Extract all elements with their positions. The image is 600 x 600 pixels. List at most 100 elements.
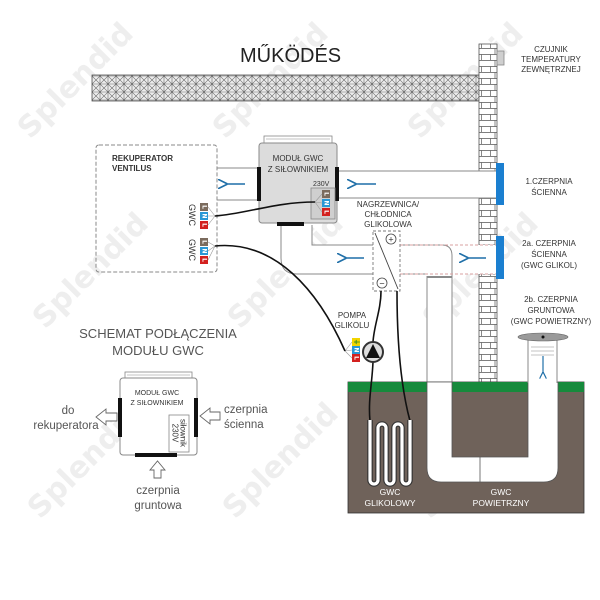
module-label: MODUŁ GWC [273,154,324,163]
svg-text:do: do [62,405,75,417]
connection-schematic: SCHEMAT PODŁĄCZENIA MODUŁU GWC MODUŁ GWC… [33,326,268,512]
heater-label: NAGRZEWNICA/ CHŁODNICA GLIKOLOWA [357,200,420,229]
svg-text:L: L [353,356,360,360]
schematic-title: SCHEMAT PODŁĄCZENIA [79,326,237,341]
svg-text:GLIKOLOWA: GLIKOLOWA [364,220,412,229]
ground-air-duct-riser [426,276,453,382]
module-voltage: 230V [313,181,330,188]
svg-text:L: L [201,223,208,227]
svg-text:N: N [353,347,360,352]
svg-text:(GWC POWIETRZNY): (GWC POWIETRZNY) [511,317,592,326]
svg-text:L: L [201,240,208,244]
connector-label: GWC [187,204,197,226]
gwc-module: MODUŁ GWC Z SIŁOWNIKIEM 230V L N L [257,135,339,226]
svg-text:GLIKOLU: GLIKOLU [335,321,370,330]
svg-text:POMPA: POMPA [338,311,367,320]
power-wire-pump [214,244,346,352]
terminal-block-upper: L N L [200,203,216,229]
svg-text:rekuperatora: rekuperatora [33,420,99,432]
svg-text:CHŁODNICA: CHŁODNICA [364,210,412,219]
duct-to-recuperator [217,167,258,201]
module-flange-bottom [277,222,304,226]
temperature-sensor-icon [496,50,505,66]
svg-text:−: − [379,279,384,289]
svg-text:2b. CZERPNIA: 2b. CZERPNIA [524,295,578,304]
sensor-label: CZUJNIK TEMPERATURY ZEWNĘTRZNEJ [521,45,581,74]
svg-text:+: + [388,235,393,245]
exterior-wall [478,43,498,383]
svg-text:⏚: ⏚ [353,339,360,345]
arrow-up-icon [149,460,166,479]
svg-text:L: L [323,210,330,214]
svg-text:GRUNTOWA: GRUNTOWA [527,306,575,315]
power-wire-module [214,201,316,217]
svg-text:TEMPERATURY: TEMPERATURY [521,55,581,64]
svg-text:siłownik: siłownik [179,419,188,448]
pump-label: POMPA GLIKOLU [335,311,370,330]
svg-text:N: N [323,200,330,205]
svg-text:L: L [201,258,208,262]
terminal [322,190,330,198]
svg-text:ZEWNĘTRZNEJ: ZEWNĘTRZNEJ [521,65,581,74]
schematic-title: MODUŁU GWC [112,343,204,358]
plus-icon: + [385,233,397,245]
terminal [200,212,208,220]
glycol-heater: + − [372,230,401,292]
wall-intake-2a [496,236,504,279]
module-flange-left [257,167,261,201]
terminal [200,221,208,229]
air-gwc-label: GWC POWIETRZNY [473,487,530,508]
arrow-left-icon [95,408,118,426]
svg-text:N: N [201,248,208,253]
svg-text:MODUŁ GWC: MODUŁ GWC [135,390,179,397]
connector-label: GWC [187,239,197,261]
intake-2a-label: 2a. CZERPNIA ŚCIENNA (GWC GLIKOL) [521,239,577,270]
recuperator-label: VENTILUS [112,164,152,173]
svg-text:(GWC GLIKOL): (GWC GLIKOL) [521,261,577,270]
svg-text:L: L [201,205,208,209]
glycol-loop [367,290,413,487]
svg-text:N: N [201,213,208,218]
duct-module-to-heater [280,225,373,275]
duct-wall-intake-1 [337,170,497,199]
grass [348,382,584,392]
schematic-actuator [168,414,190,453]
ground-intake-2b [517,332,569,383]
svg-text:230V: 230V [171,424,180,443]
terminal-block-lower: L N L [200,238,216,264]
terminal [200,247,208,255]
terminal [352,338,360,346]
intake-2b-label: 2b. CZERPNIA GRUNTOWA (GWC POWIETRZNY) [511,295,592,326]
svg-text:ŚCIENNA: ŚCIENNA [531,188,567,197]
recuperator-label: REKUPERATOR [112,154,173,163]
arrow-left-icon [199,407,221,425]
svg-text:L: L [323,192,330,196]
intake-1-label: 1.CZERPNIA ŚCIENNA [525,177,573,197]
roof-insulation [91,74,481,102]
svg-text:czerpnia: czerpnia [136,485,180,497]
terminal [322,208,330,216]
terminal [352,354,360,362]
svg-text:CZUJNIK: CZUJNIK [534,45,568,54]
svg-text:ŚCIENNA: ŚCIENNA [531,250,567,259]
svg-text:Z SIŁOWNIKIEM: Z SIŁOWNIKIEM [131,400,184,407]
module-label: Z SIŁOWNIKIEM [268,165,329,174]
page-title: MŰKÖDÉS [240,44,341,67]
minus-icon: − [376,277,388,289]
terminal [352,346,360,354]
svg-text:1.CZERPNIA: 1.CZERPNIA [525,177,573,186]
svg-text:GLIKOLOWY: GLIKOLOWY [364,498,415,508]
svg-text:gruntowa: gruntowa [134,500,182,512]
svg-text:GWC: GWC [491,487,512,497]
module-flange-right [335,167,339,201]
svg-text:GWC: GWC [380,487,401,497]
duct-wall-intake-2a [400,244,497,276]
svg-text:NAGRZEWNICA/: NAGRZEWNICA/ [357,200,420,209]
terminal [200,238,208,246]
svg-text:2a. CZERPNIA: 2a. CZERPNIA [522,239,576,248]
svg-text:czerpnia: czerpnia [224,404,268,416]
glycol-gwc-label: GWC GLIKOLOWY [364,487,415,508]
glycol-pump: ⏚ N L [344,338,384,363]
terminal [322,199,330,207]
